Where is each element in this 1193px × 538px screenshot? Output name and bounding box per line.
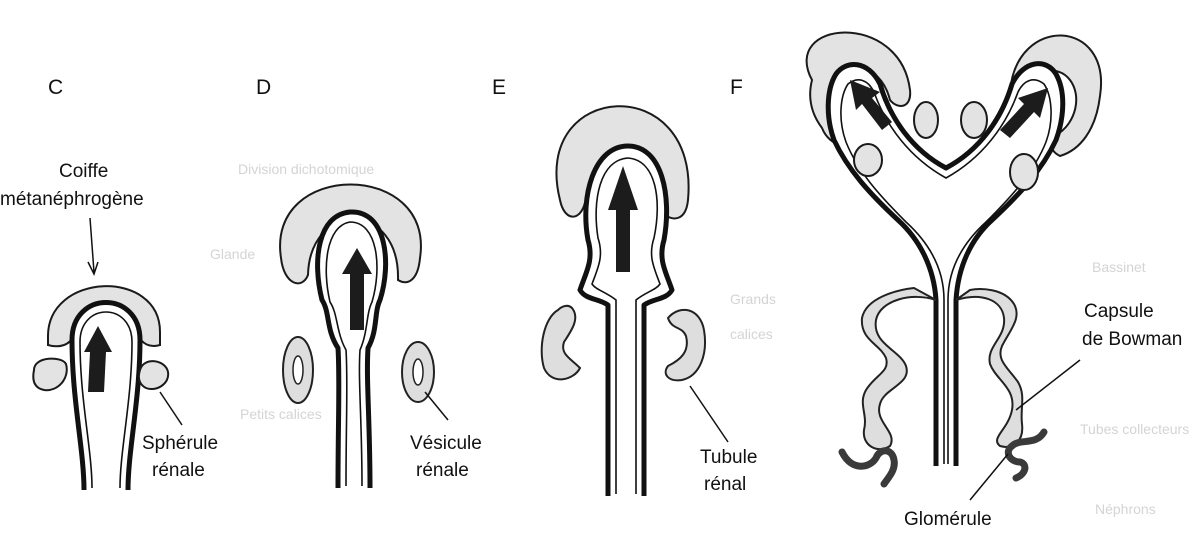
ghost-text-3: Bassinet xyxy=(1092,259,1146,275)
ghost-text-1: Division dichotomique xyxy=(238,161,375,177)
label-spherule-line2: rénale xyxy=(152,460,205,481)
stage-label-d: D xyxy=(256,76,272,99)
stage-f-left-growth-arrow xyxy=(850,80,892,130)
stage-d-left-vesicle-lumen xyxy=(292,355,304,385)
label-vesicule-line2: rénale xyxy=(416,460,469,481)
ghost-text-4: Grands xyxy=(730,291,776,307)
stage-f-right-nephron xyxy=(955,288,1024,448)
leader-coiffe-head xyxy=(87,261,99,276)
ghost-text-5: calices xyxy=(730,326,773,342)
leader-coiffe xyxy=(89,217,95,273)
stage-e-drawing xyxy=(540,105,706,496)
label-capsule-line2: de Bowman xyxy=(1082,329,1183,350)
stage-label-f: F xyxy=(730,76,743,99)
stage-d-growth-arrow xyxy=(342,248,372,330)
stage-f-vesicle-1 xyxy=(853,143,883,177)
stage-f-right-glomerulus xyxy=(1004,428,1048,482)
stage-f-right-growth-arrow xyxy=(1000,88,1048,138)
stage-f-drawing xyxy=(805,31,1103,488)
label-coiffe-line1: Coiffe xyxy=(59,161,109,182)
label-coiffe-line2: métanéphrogène xyxy=(0,189,144,210)
stage-e-ureteric-bud xyxy=(577,143,675,496)
stage-c-drawing xyxy=(32,285,170,491)
stage-c-right-spherule xyxy=(137,360,170,390)
leader-glomerule xyxy=(969,453,1009,501)
stage-d-bud-inner-line xyxy=(325,221,378,487)
stage-f-vesicle-3 xyxy=(960,101,988,139)
label-capsule-line1: Capsule xyxy=(1084,301,1154,322)
stage-f-vesicle-4 xyxy=(1009,153,1039,191)
label-tubule-line2: rénal xyxy=(704,474,747,495)
stage-e-left-tubule xyxy=(540,304,582,381)
leader-tubule xyxy=(689,385,729,443)
label-tubule-line1: Tubule xyxy=(700,447,758,468)
ghost-text-8: Néphrons xyxy=(1095,501,1156,517)
stage-f-vesicle-2 xyxy=(913,101,939,139)
label-spherule-line1: Sphérule xyxy=(142,433,219,454)
stage-f-left-glomerulus xyxy=(838,447,898,488)
stage-c-growth-arrow xyxy=(84,326,112,392)
ghost-text-7: Tubes collecteurs xyxy=(1080,421,1190,437)
label-vesicule-line1: Vésicule xyxy=(410,433,482,454)
leader-spherule xyxy=(159,391,183,426)
ghost-text-2: Glande xyxy=(210,246,256,262)
stage-d-drawing xyxy=(279,183,435,489)
stage-d-metanephrogenic-cap xyxy=(279,183,422,285)
stage-label-e: E xyxy=(492,76,507,99)
stage-e-bud-inner-line xyxy=(591,157,661,494)
stage-c-left-spherule xyxy=(32,357,68,392)
leader-capsule xyxy=(1015,359,1081,411)
stage-d-right-vesicle-lumen xyxy=(412,358,424,386)
stage-e-right-tubule xyxy=(664,308,706,382)
leader-vesicule xyxy=(424,391,449,421)
label-glomerule: Glomérule xyxy=(904,509,992,530)
stage-d-ureteric-bud xyxy=(315,209,389,489)
stage-f-left-nephron xyxy=(860,286,937,451)
stage-e-growth-arrow xyxy=(608,166,638,272)
stage-c-bud-inner-line xyxy=(79,311,133,489)
ghost-text-6: Petits calices xyxy=(240,406,322,422)
stage-label-c: C xyxy=(48,76,64,99)
